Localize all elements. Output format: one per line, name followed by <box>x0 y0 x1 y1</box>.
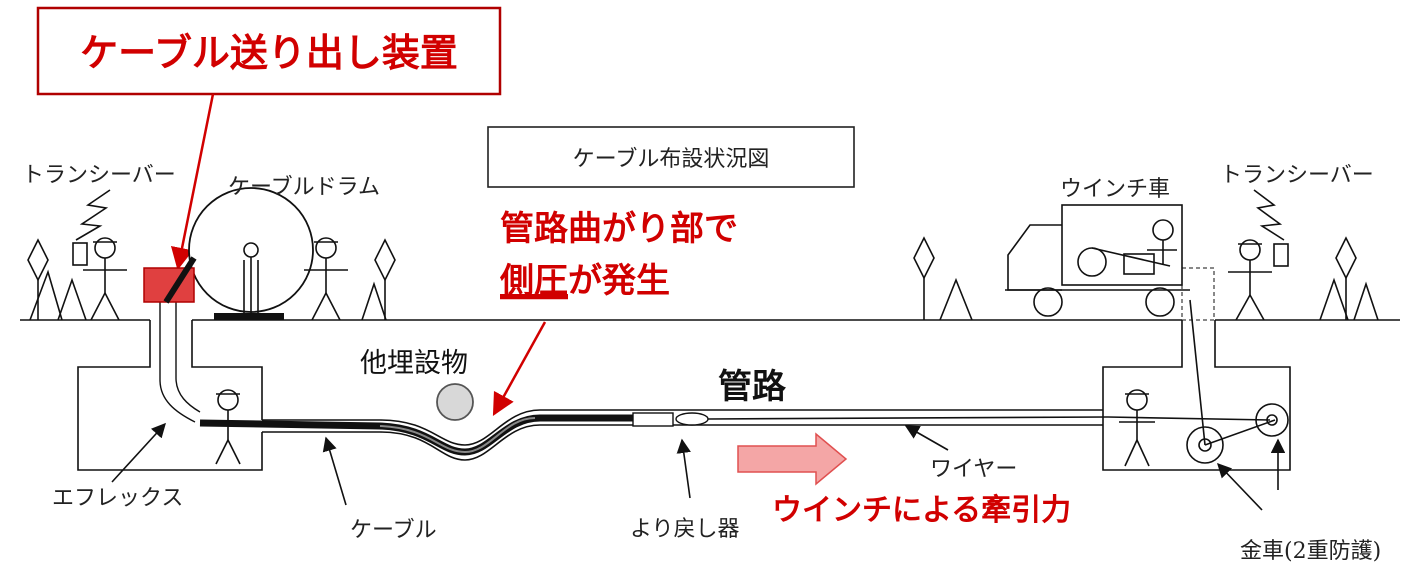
trees <box>27 236 1379 321</box>
diagram-title: ケーブル布設状況図 <box>573 147 770 172</box>
cable-drum <box>188 187 314 320</box>
callout-box <box>36 6 502 96</box>
conduit-pipe <box>262 409 1103 461</box>
label-winch-truck: ウインチ車 <box>1060 177 1170 202</box>
label-eflex: エフレックス <box>52 486 183 511</box>
label-pulley: 金車(2重防護) <box>1240 539 1381 563</box>
label-transceiver-right: トランシーバー <box>1220 163 1374 188</box>
radio-signal-icon-right <box>1253 189 1285 241</box>
radio-signal-icon-left <box>75 189 111 241</box>
callout-arrow <box>170 93 215 271</box>
left-manhole <box>77 320 263 471</box>
callout-device-text: ケーブル送り出し装置 <box>80 31 458 75</box>
label-conduit: 管路 <box>718 367 787 407</box>
buried-object <box>436 383 474 421</box>
pointer-arrows <box>111 422 1286 511</box>
workers <box>72 219 1289 467</box>
wire <box>707 416 1109 420</box>
label-swivel: より戻し器 <box>630 517 740 542</box>
traction-arrow <box>737 432 848 486</box>
label-cable-drum: ケーブルドラム <box>228 175 380 200</box>
note-bend-line2: 側圧が発生 <box>499 261 670 301</box>
title-box <box>487 126 855 188</box>
note-bend-line1: 管路曲がり部で <box>500 209 738 249</box>
note-bend-underlined: 側圧 <box>499 261 568 301</box>
right-manhole <box>1102 320 1291 471</box>
label-cable: ケーブル <box>350 518 437 543</box>
label-winch-force: ウインチによる牽引力 <box>772 493 1071 528</box>
label-transceiver-left: トランシーバー <box>22 163 176 188</box>
label-other-buried: 他埋設物 <box>360 348 468 379</box>
swivel-device <box>632 412 709 427</box>
label-wire: ワイヤー <box>930 457 1017 482</box>
bend-arrow <box>492 321 547 416</box>
pulley-wheels <box>1186 403 1289 464</box>
note-bend-rest: が発生 <box>568 261 670 301</box>
cable-feeder-device <box>143 256 197 304</box>
winch-truck <box>1005 204 1215 321</box>
